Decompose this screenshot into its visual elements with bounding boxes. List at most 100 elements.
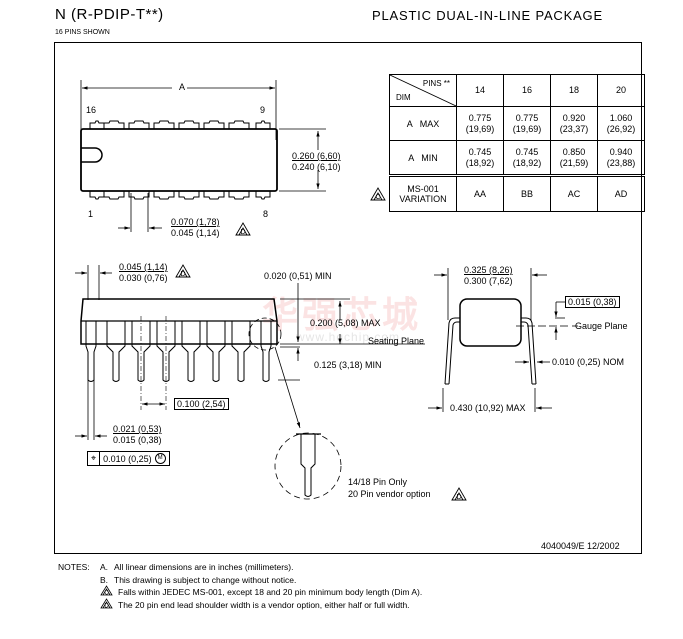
svg-text:D: D <box>240 229 245 236</box>
detail-note-line1: 14/18 Pin Only <box>348 477 408 487</box>
note-item-b: B. This drawing is subject to change wit… <box>58 574 422 587</box>
drawing-frame <box>54 42 642 554</box>
mmc-symbol-icon: M <box>154 453 166 464</box>
table-cell: 1.060(26,92) <box>597 106 645 141</box>
lead-shoulder-max: 0.070 (1,78) <box>171 217 220 227</box>
row-spacing-max: 0.325 (8,26) <box>464 265 513 275</box>
top-lead-lower <box>89 191 105 200</box>
variation-label-line2: VARIATION <box>399 194 447 204</box>
height-dimension: 0.200 (5,08) MAX <box>310 318 381 328</box>
top-lead-upper <box>89 120 105 129</box>
note-key: A. <box>100 562 109 572</box>
lead-width-max: 0.021 (0,53) <box>113 424 162 434</box>
cell-inch: 0.920 <box>562 112 586 123</box>
top-lead-lower <box>203 191 225 200</box>
cell-inch: 0.745 <box>468 146 492 157</box>
variation-cell: AC <box>550 174 598 212</box>
document-id: 4040049/E 12/2002 <box>541 541 620 551</box>
top-lead-upper <box>203 120 225 129</box>
gauge-plane-label: Gauge Plane <box>575 321 628 331</box>
package-code-title: N (R-PDIP-T**) <box>55 6 164 23</box>
cell-inch: 0.775 <box>468 112 492 123</box>
top-lead-upper <box>255 120 271 129</box>
note-text: All linear dimensions are in inches (mil… <box>114 562 294 572</box>
note-d-triangle-icon: D <box>451 487 467 501</box>
table-cell: 0.850(21,59) <box>550 140 598 176</box>
pin-count-18: 18 <box>550 74 598 107</box>
table-cell: 0.775(19,69) <box>503 106 551 141</box>
pin1-notch <box>81 147 103 163</box>
top-lead-lower <box>128 191 150 200</box>
variation-cell: BB <box>503 174 551 212</box>
side-lead <box>156 321 176 382</box>
pins-shown-label: 16 PINS SHOWN <box>55 29 110 36</box>
cell-inch: 0.775 <box>515 112 539 123</box>
row-spacing-min: 0.300 (7,62) <box>464 276 513 286</box>
top-lead-upper <box>228 120 250 129</box>
top-view-body <box>80 128 278 192</box>
package-name-title: PLASTIC DUAL-IN-LINE PACKAGE <box>372 8 603 23</box>
cell-inch: 0.745 <box>515 146 539 157</box>
end-view-lead-right <box>521 317 537 385</box>
lead-shoulder-min: 0.045 (1,14) <box>171 228 220 238</box>
cell-mm: (18,92) <box>512 157 542 168</box>
top-lead-upper <box>178 120 200 129</box>
cell-mm: (18,92) <box>465 157 495 168</box>
pin-8-label: 8 <box>263 209 269 219</box>
variation-cell: AD <box>597 174 645 212</box>
pin-9-label: 9 <box>260 105 266 115</box>
svg-text:D: D <box>456 494 461 501</box>
gauge-offset-dimension: 0.015 (0,38) <box>565 296 620 308</box>
note-key: C <box>104 591 109 597</box>
position-tolerance-frame: ⌖ 0.010 (0,25) M <box>87 451 170 466</box>
note-text: Falls within JEDEC MS-001, except 18 and… <box>118 587 423 597</box>
side-lead <box>85 321 97 382</box>
corner-diagonal <box>390 75 456 106</box>
watermark-url: www.hqchip.com <box>296 330 401 344</box>
cell-mm: (23,88) <box>606 157 636 168</box>
note-key: D <box>104 603 109 609</box>
note-d-triangle-icon: D <box>100 597 114 613</box>
side-view <box>75 265 425 440</box>
body-width-min: 0.240 (6,10) <box>292 162 341 172</box>
lead-detail <box>274 432 342 500</box>
note-key: B. <box>100 574 109 585</box>
table-cell: 0.745(18,92) <box>456 140 504 176</box>
note-item-c: C Falls within JEDEC MS-001, except 18 a… <box>58 585 423 599</box>
body-width-max: 0.260 (6,60) <box>292 151 341 161</box>
notes-section: NOTES: A. All linear dimensions are in i… <box>58 561 422 611</box>
cell-inch: 0.940 <box>609 146 633 157</box>
side-lead <box>231 321 251 382</box>
table-row-a-min: A MIN 0.745(18,92) 0.745(18,92) 0.850(21… <box>389 140 645 176</box>
table-cell: 0.940(23,88) <box>597 140 645 176</box>
note-d-triangle-icon: D <box>175 264 191 278</box>
standoff-dimension: 0.020 (0,51) MIN <box>264 271 332 281</box>
table-row-a-max: A MAX 0.775(19,69) 0.775(19,69) 0.920(23… <box>389 106 645 141</box>
side-lead <box>106 321 126 382</box>
variation-label-line1: MS-001 <box>407 184 439 194</box>
top-lead-lower <box>255 191 271 200</box>
position-symbol-icon: ⌖ <box>88 452 101 465</box>
pin-count-16: 16 <box>503 74 551 107</box>
row-label-a-max: A MAX <box>389 106 457 141</box>
lead-length-dimension: 0.125 (3,18) MIN <box>314 360 382 370</box>
side-lead <box>206 321 226 382</box>
lead-width-min: 0.015 (0,38) <box>113 435 162 445</box>
position-tolerance-value: 0.010 (0,25) <box>103 453 152 464</box>
top-lead-lower <box>178 191 200 200</box>
pin-count-14: 14 <box>456 74 504 107</box>
end-lead-width-min: 0.030 (0,76) <box>119 273 168 283</box>
svg-text:D: D <box>180 271 185 278</box>
dim-a-label: A <box>177 82 188 92</box>
pin-16-label: 16 <box>86 105 97 115</box>
seating-plane-label: Seating Plane <box>368 336 425 346</box>
variation-cell: AA <box>456 174 504 212</box>
table-corner-cell: PINS ** DIM <box>389 74 457 107</box>
table-cell: 0.920(23,37) <box>550 106 598 141</box>
end-view <box>428 268 578 412</box>
top-view <box>80 80 326 232</box>
